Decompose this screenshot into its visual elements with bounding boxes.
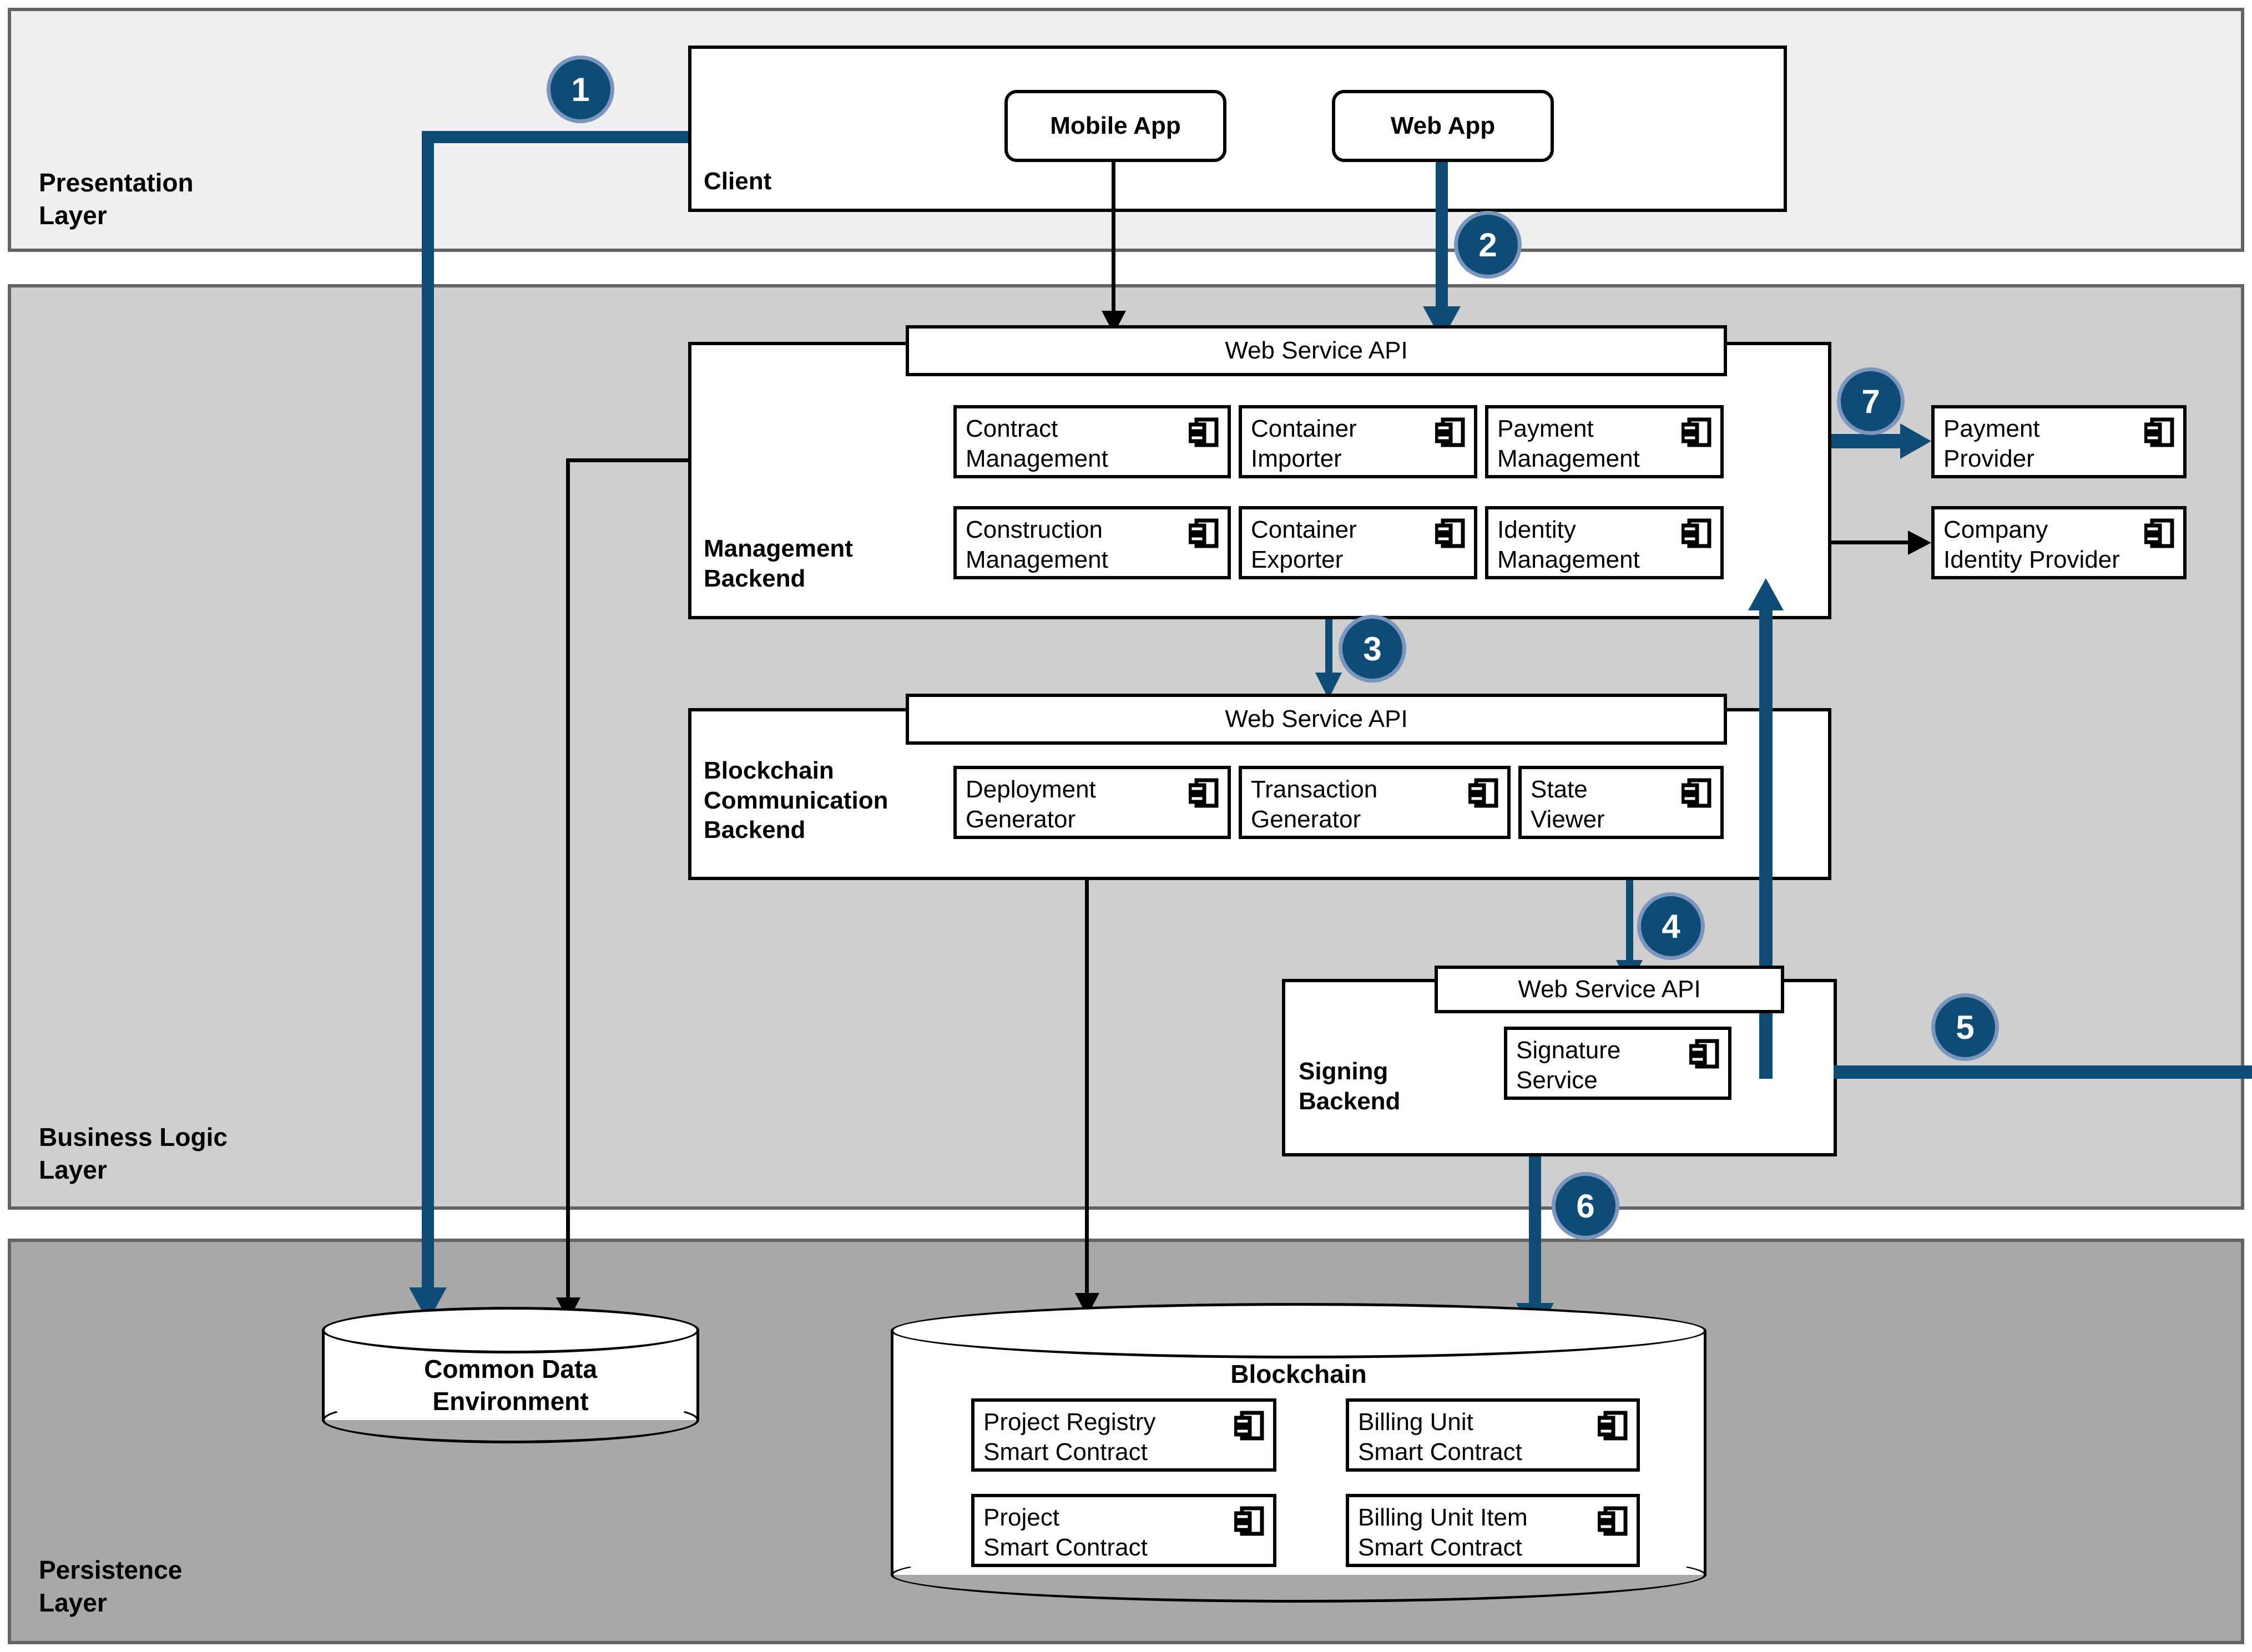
management-backend-web-service-api: Web Service API	[906, 325, 1727, 376]
blockchain-communication-backend-web-service-api: Web Service API	[906, 694, 1727, 745]
component-project-smart-contract[interactable]: Project Smart Contract	[971, 1494, 1276, 1567]
component-label: Project Registry Smart Contract	[983, 1408, 1156, 1466]
flow-badge-2[interactable]: 2	[1454, 211, 1522, 279]
flow-6-line	[1529, 1156, 1541, 1306]
uml-component-icon	[1598, 1411, 1628, 1441]
flow-badge-7[interactable]: 7	[1837, 367, 1905, 435]
component-project-registry-smart-contract[interactable]: Project Registry Smart Contract	[971, 1398, 1276, 1472]
component-signature-service[interactable]: Signature Service	[1504, 1027, 1731, 1100]
flow-badge-5[interactable]: 5	[1931, 993, 1999, 1061]
bccomm-to-blockchain-line	[1085, 877, 1089, 1304]
cylinder-top	[891, 1303, 1706, 1358]
component-label: Project Smart Contract	[983, 1504, 1148, 1561]
component-deployment-generator[interactable]: Deployment Generator	[953, 766, 1231, 839]
flow-2-line	[1436, 162, 1448, 315]
component-company-identity-provider[interactable]: Company Identity Provider	[1931, 506, 2187, 579]
component-contract-management[interactable]: Contract Management	[953, 405, 1231, 478]
flow-3-line	[1325, 619, 1332, 680]
flow-1-segment-horizontal	[422, 131, 688, 143]
component-label: Billing Unit Item Smart Contract	[1358, 1504, 1528, 1561]
uml-component-icon	[1468, 778, 1498, 808]
component-payment-management[interactable]: Payment Management	[1485, 405, 1724, 478]
component-billing-unit-item-smart-contract[interactable]: Billing Unit Item Smart Contract	[1346, 1494, 1640, 1567]
component-payment-provider[interactable]: Payment Provider	[1931, 405, 2187, 478]
component-label: Payment Management	[1497, 415, 1640, 472]
uml-component-icon	[1189, 417, 1219, 447]
client-box	[688, 46, 1787, 212]
flow-1-segment-vertical	[422, 131, 434, 1291]
uml-component-icon	[2144, 518, 2174, 548]
component-transaction-generator[interactable]: Transaction Generator	[1239, 766, 1511, 839]
uml-component-icon	[1435, 417, 1465, 447]
uml-component-icon	[1234, 1506, 1264, 1536]
flow-4-line	[1626, 880, 1633, 969]
uml-component-icon	[1189, 778, 1219, 808]
uml-component-icon	[1598, 1506, 1628, 1536]
layer-presentation-label: Presentation Layer	[39, 168, 194, 230]
component-state-viewer[interactable]: State Viewer	[1518, 766, 1724, 839]
cylinder-top	[322, 1307, 699, 1353]
component-label: Company Identity Provider	[1943, 516, 2120, 573]
component-label: Container Exporter	[1251, 516, 1357, 573]
component-construction-management[interactable]: Construction Management	[953, 506, 1231, 579]
flow-7-line	[1831, 434, 1902, 448]
mobile-app-to-api-line	[1112, 162, 1115, 319]
mgmt-to-identity-provider-arrowhead	[1908, 531, 1931, 555]
uml-component-icon	[1689, 1039, 1719, 1069]
uml-component-icon	[1682, 518, 1711, 548]
cylinder-bottom	[322, 1397, 699, 1443]
flow-badge-4[interactable]: 4	[1637, 892, 1705, 960]
mgmt-to-cde-horizontal	[566, 458, 688, 462]
component-container-exporter[interactable]: Container Exporter	[1239, 506, 1477, 579]
flow-5-arrowhead	[1748, 578, 1784, 610]
flow-badge-1[interactable]: 1	[547, 55, 614, 123]
flow-badge-3[interactable]: 3	[1339, 615, 1406, 683]
common-data-environment-cylinder: Common Data Environment	[322, 1307, 699, 1443]
flow-badge-6[interactable]: 6	[1552, 1172, 1619, 1240]
uml-component-icon	[1435, 518, 1465, 548]
layer-persistence-label: Persistence Layer	[39, 1555, 183, 1617]
component-label: Signature Service	[1516, 1037, 1621, 1094]
mobile-app-box[interactable]: Mobile App	[1004, 90, 1226, 162]
uml-component-icon	[1189, 518, 1219, 548]
flow-5-segment-horizontal	[1834, 1065, 2252, 1079]
client-label: Client	[704, 168, 772, 195]
uml-component-icon	[1682, 778, 1711, 808]
web-app-box[interactable]: Web App	[1332, 90, 1554, 162]
component-container-importer[interactable]: Container Importer	[1239, 405, 1477, 478]
mgmt-to-identity-provider-line	[1831, 540, 1910, 544]
signing-backend-web-service-api: Web Service API	[1435, 966, 1784, 1013]
component-label: Container Importer	[1251, 415, 1357, 472]
component-identity-management[interactable]: Identity Management	[1485, 506, 1724, 579]
component-label: Identity Management	[1497, 516, 1640, 573]
component-label: Billing Unit Smart Contract	[1358, 1408, 1522, 1466]
component-label: Transaction Generator	[1251, 776, 1378, 833]
common-data-environment-label: Common Data Environment	[424, 1355, 597, 1416]
component-label: State Viewer	[1531, 776, 1605, 833]
blockchain-communication-backend-label: Blockchain Communication Backend	[704, 757, 888, 844]
signing-backend-label: Signing Backend	[1299, 1058, 1401, 1115]
component-label: Contract Management	[966, 415, 1108, 472]
mgmt-to-cde-vertical	[566, 458, 570, 1307]
flow-7-arrowhead	[1900, 423, 1931, 459]
component-label: Payment Provider	[1943, 415, 2040, 472]
uml-component-icon	[1234, 1411, 1264, 1441]
blockchain-label: Blockchain	[1230, 1360, 1367, 1388]
layer-business-logic-label: Business Logic Layer	[39, 1123, 228, 1184]
component-label: Construction Management	[966, 516, 1108, 573]
component-billing-unit-smart-contract[interactable]: Billing Unit Smart Contract	[1346, 1398, 1640, 1472]
management-backend-label: Management Backend	[704, 535, 853, 592]
cylinder-bottom	[891, 1547, 1706, 1603]
uml-component-icon	[2144, 417, 2174, 447]
component-label: Deployment Generator	[966, 776, 1096, 833]
uml-component-icon	[1682, 417, 1711, 447]
